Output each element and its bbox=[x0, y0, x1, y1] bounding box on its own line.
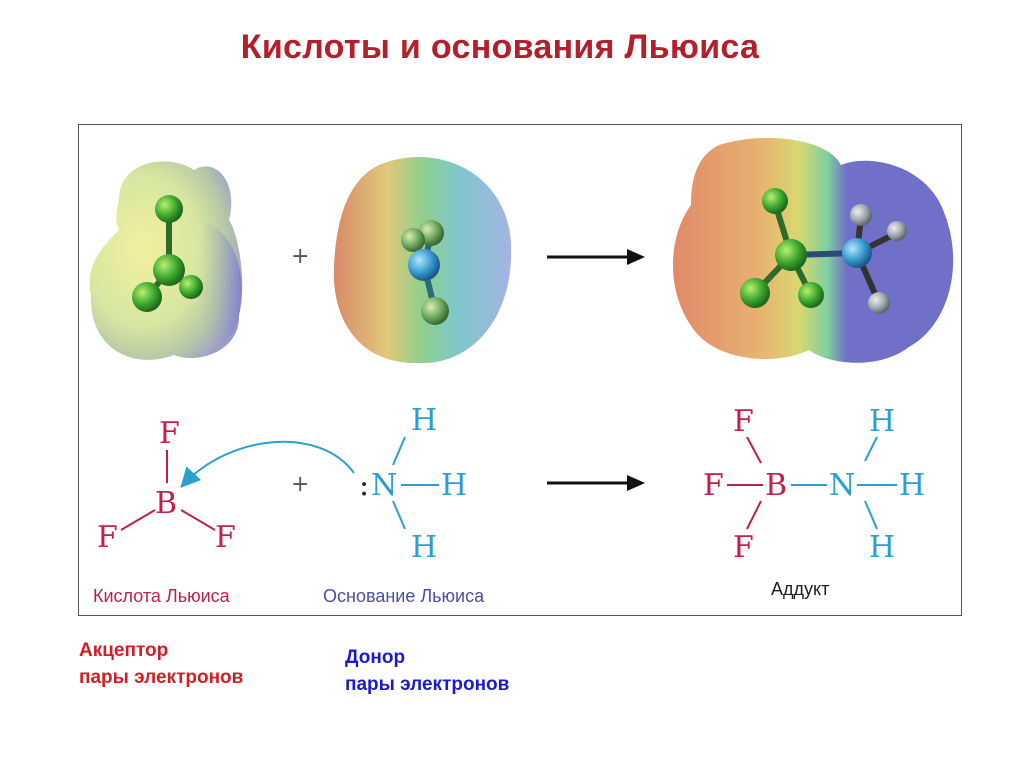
label-lewis-acid: Кислота Льюиса bbox=[93, 586, 231, 606]
reaction-figure: + bbox=[78, 124, 962, 616]
bf3-atom-f-left: F bbox=[97, 520, 118, 555]
note-acid-line2: пары электронов bbox=[79, 667, 244, 688]
plus-sign-top: + bbox=[291, 244, 309, 269]
nh3-atom-h-bottom: H bbox=[411, 530, 437, 565]
note-base-line1: Донор bbox=[345, 647, 406, 668]
bf3-atom-f-top: F bbox=[159, 416, 180, 451]
bf3-atom-f-right: F bbox=[215, 520, 236, 555]
nh3-atom-n: N bbox=[371, 468, 397, 503]
reaction-arrow-bottom bbox=[547, 475, 645, 491]
reaction-arrow-top bbox=[547, 249, 645, 265]
adduct-atom-f-top: F bbox=[733, 404, 754, 439]
note-electron-pair-donor: Донор пары электронов bbox=[345, 644, 509, 698]
nh3-structure: H : N H H bbox=[359, 403, 467, 565]
reaction-diagram: + bbox=[89, 137, 954, 606]
nh3-surface-model bbox=[333, 156, 512, 364]
bf3-atom-b: B bbox=[155, 486, 177, 521]
nh3-atom-h-top: H bbox=[411, 403, 437, 438]
slide-title: Кислоты и основания Льюиса bbox=[240, 28, 760, 66]
note-base-line2: пары электронов bbox=[345, 674, 510, 695]
note-acid-line1: Акцептор bbox=[79, 640, 169, 661]
plus-sign-bottom: + bbox=[291, 472, 309, 497]
adduct-atom-f-left: F bbox=[703, 468, 724, 503]
adduct-atom-f-bottom: F bbox=[733, 530, 754, 565]
adduct-atom-b: B bbox=[765, 468, 787, 503]
adduct-atom-n: N bbox=[829, 468, 855, 503]
label-adduct: Аддукт bbox=[771, 579, 829, 599]
nh3-lone-pair: : bbox=[359, 468, 369, 503]
note-electron-pair-acceptor: Акцептор пары электронов bbox=[79, 637, 243, 691]
adduct-structure: F F B F N H H H bbox=[703, 404, 925, 565]
adduct-atom-h-right: H bbox=[899, 468, 925, 503]
adduct-atom-h-top: H bbox=[869, 404, 895, 439]
label-lewis-base: Основание Льюиса bbox=[323, 586, 485, 606]
adduct-surface-model bbox=[672, 137, 954, 363]
nh3-atom-h-right: H bbox=[441, 468, 467, 503]
bf3-structure: F B F F bbox=[97, 416, 236, 555]
electron-pair-arrow bbox=[180, 440, 355, 488]
adduct-atom-h-bottom: H bbox=[869, 530, 895, 565]
bf3-surface-model bbox=[89, 161, 243, 360]
